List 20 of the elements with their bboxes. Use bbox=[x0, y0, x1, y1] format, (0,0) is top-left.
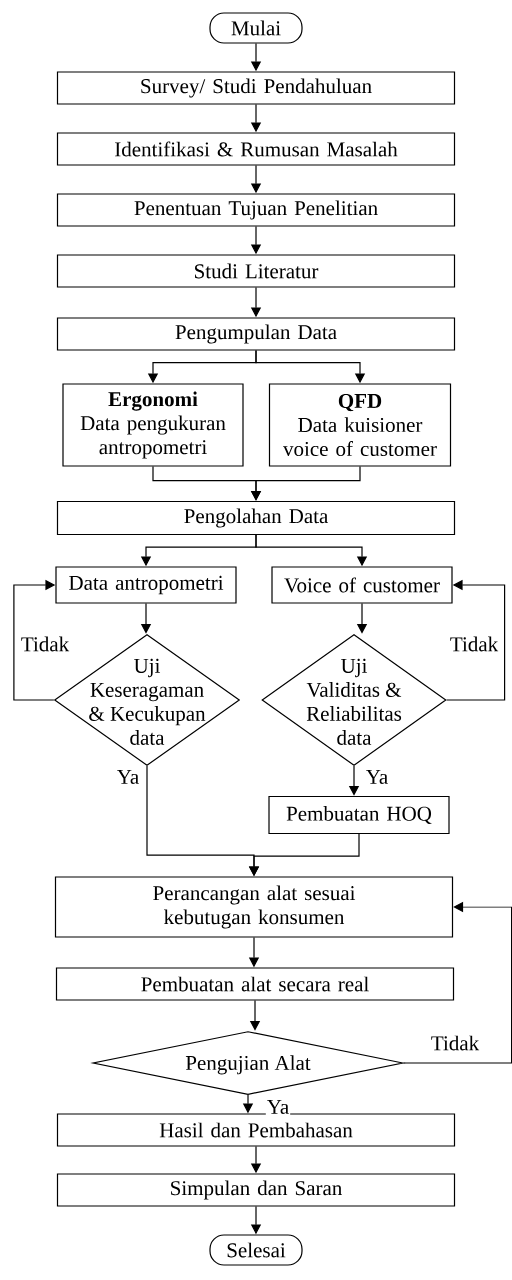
process-box: Simpulan dan Saran bbox=[56, 1173, 456, 1207]
edge-label: Ya bbox=[265, 1099, 291, 1115]
process-box: Identifikasi & Rumusan Masalah bbox=[56, 132, 456, 166]
edge-label: Ya bbox=[115, 769, 141, 785]
process-box: QFD Data kuisioner voice of customer bbox=[268, 383, 452, 467]
edge-label: Tidak bbox=[429, 1034, 481, 1052]
process-box: Survey/ Studi Pendahuluan bbox=[56, 71, 456, 105]
process-box: Pengolahan Data bbox=[56, 500, 456, 536]
process-box: Studi Literatur bbox=[56, 254, 456, 288]
edge-label: Ya bbox=[364, 769, 390, 785]
process-box: Voice of customer bbox=[271, 566, 453, 604]
process-box: Data antropometri bbox=[55, 566, 237, 604]
process-box: Pembuatan HOQ bbox=[268, 795, 450, 835]
process-box: Ergonomi Data pengukuran antropometri bbox=[62, 383, 244, 467]
process-box: Perancangan alat sesuai kebutugan konsumen bbox=[54, 876, 454, 938]
process-box: Penentuan Tujuan Penelitian bbox=[56, 193, 456, 227]
process-box: Hasil dan Pembahasan bbox=[56, 1113, 456, 1147]
edge-label: Tidak bbox=[448, 635, 500, 653]
process-box: Pembuatan alat secara real bbox=[55, 967, 455, 1001]
process-box: Pengumpulan Data bbox=[56, 317, 456, 351]
